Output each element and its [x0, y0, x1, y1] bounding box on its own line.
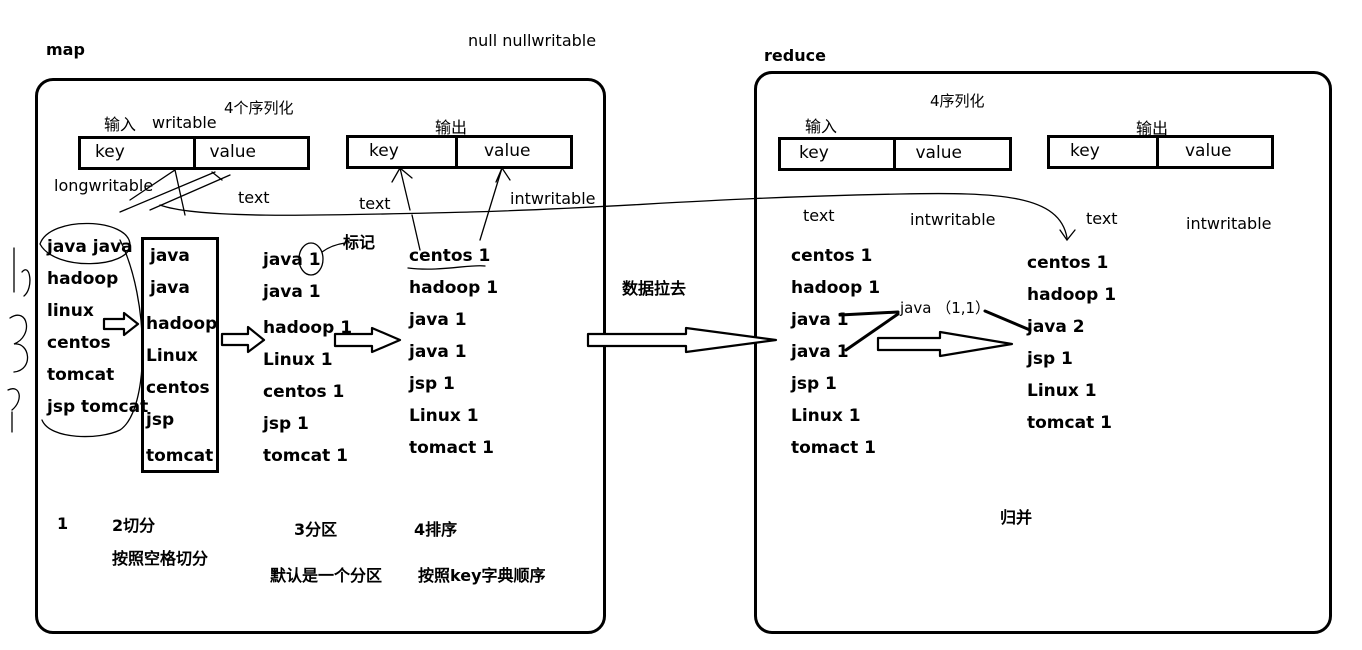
marked-list: java 1 java 1 hadoop 1 Linux 1 centos 1 …: [263, 244, 352, 472]
reduce-output-key: key: [1070, 141, 1100, 161]
split-word: hadoop: [146, 314, 218, 334]
sorted-item: java 1: [409, 342, 467, 362]
map-serialization-note: 4个序列化: [224, 99, 294, 117]
reduce-output-item: java 2: [1027, 317, 1085, 337]
reduce-output-kv: key value: [1047, 135, 1274, 169]
group-label: java （1,1）: [900, 299, 991, 317]
map-output-kv: key value: [346, 135, 573, 169]
marked-item: tomcat 1: [263, 446, 348, 466]
raw-line: centos: [47, 333, 111, 353]
reduce-title: reduce: [764, 46, 826, 65]
reduce-input-item: jsp 1: [791, 374, 837, 394]
map-output-value: value: [455, 138, 570, 166]
reduce-input-item: java 1: [791, 310, 849, 330]
sorted-item: jsp 1: [409, 374, 455, 394]
reduce-output-list: centos 1 hadoop 1 java 2 jsp 1 Linux 1 t…: [1027, 247, 1116, 439]
reduce-input-key-type: text: [803, 206, 835, 225]
map-output-label: 输出: [435, 118, 468, 137]
reduce-input-item: hadoop 1: [791, 278, 881, 298]
step-3-label: 3分区: [294, 520, 338, 539]
map-input-value: value: [192, 139, 308, 167]
sorted-item: tomact 1: [409, 438, 494, 458]
map-output-value-type: intwritable: [510, 189, 596, 208]
reduce-input-value: value: [892, 140, 1010, 168]
raw-lines-list: java java hadoop linux centos tomcat jsp…: [47, 231, 148, 423]
reduce-input-value-type: intwritable: [910, 210, 996, 229]
reduce-input-item: centos 1: [791, 246, 873, 266]
sorted-item: hadoop 1: [409, 278, 499, 298]
reduce-input-label: 输入: [805, 117, 838, 136]
reduce-output-item: Linux 1: [1027, 381, 1097, 401]
margin-sketch: [7, 247, 31, 433]
raw-line: tomcat: [47, 365, 115, 385]
map-input-key-type: longwritable: [54, 176, 154, 195]
map-input-label: 输入: [104, 115, 137, 134]
raw-line: linux: [47, 301, 94, 321]
step-4-label: 4排序: [414, 520, 458, 539]
map-title: map: [46, 40, 85, 59]
merge-label: 归并: [1000, 508, 1033, 527]
reduce-output-item: hadoop 1: [1027, 285, 1117, 305]
reduce-output-value-type: intwritable: [1186, 214, 1272, 233]
sorted-item: Linux 1: [409, 406, 479, 426]
reduce-input-kv: key value: [778, 137, 1012, 171]
split-words-list: java java hadoop Linux centos jsp tomcat: [146, 240, 217, 472]
raw-line: jsp tomcat: [47, 397, 149, 417]
map-panel: [35, 78, 606, 634]
map-input-kv: key value: [78, 136, 310, 170]
split-word: centos: [146, 378, 210, 398]
step-4-note: 按照key字典顺序: [418, 566, 546, 585]
transfer-label: 数据拉去: [622, 279, 687, 298]
null-writable-note: null nullwritable: [468, 31, 597, 50]
arrow-transfer: [586, 326, 778, 354]
marked-item: centos 1: [263, 382, 345, 402]
reduce-input-item: Linux 1: [791, 406, 861, 426]
map-input-value-type: text: [238, 188, 270, 207]
step-2-note: 按照空格切分: [112, 549, 209, 568]
split-word: java: [150, 246, 190, 266]
step-3-note: 默认是一个分区: [270, 566, 383, 585]
step-2-label: 2切分: [112, 516, 156, 535]
step-1-label: 1: [57, 514, 69, 533]
reduce-output-item: centos 1: [1027, 253, 1109, 273]
split-word: Linux: [146, 346, 198, 366]
raw-line: java java: [47, 237, 133, 257]
sorted-list: centos 1 hadoop 1 java 1 java 1 jsp 1 Li…: [409, 240, 498, 464]
split-word: java: [150, 278, 190, 298]
reduce-input-item: tomact 1: [791, 438, 876, 458]
reduce-serialization-note: 4序列化: [930, 92, 985, 110]
reduce-output-key-type: text: [1086, 209, 1118, 228]
reduce-input-key: key: [799, 143, 829, 163]
split-word: jsp: [146, 410, 175, 430]
map-output-key-type: text: [359, 194, 391, 213]
reduce-output-label: 输出: [1136, 119, 1169, 138]
map-output-key: key: [369, 141, 399, 161]
reduce-output-item: tomcat 1: [1027, 413, 1112, 433]
marked-item: hadoop 1: [263, 318, 353, 338]
reduce-output-item: jsp 1: [1027, 349, 1073, 369]
marked-item: jsp 1: [263, 414, 309, 434]
marked-item: Linux 1: [263, 350, 333, 370]
split-word: tomcat: [146, 446, 214, 466]
map-input-type: writable: [152, 113, 217, 132]
mark-label: 标记: [343, 233, 376, 252]
reduce-input-list: centos 1 hadoop 1 java 1 java 1 jsp 1 Li…: [791, 240, 880, 464]
reduce-output-value: value: [1156, 138, 1271, 166]
reduce-input-item: java 1: [791, 342, 849, 362]
raw-line: hadoop: [47, 269, 119, 289]
marked-item: java 1: [263, 282, 321, 302]
sorted-item: centos 1: [409, 246, 491, 266]
sorted-item: java 1: [409, 310, 467, 330]
marked-item: java 1: [263, 250, 321, 270]
map-input-key: key: [95, 142, 125, 162]
